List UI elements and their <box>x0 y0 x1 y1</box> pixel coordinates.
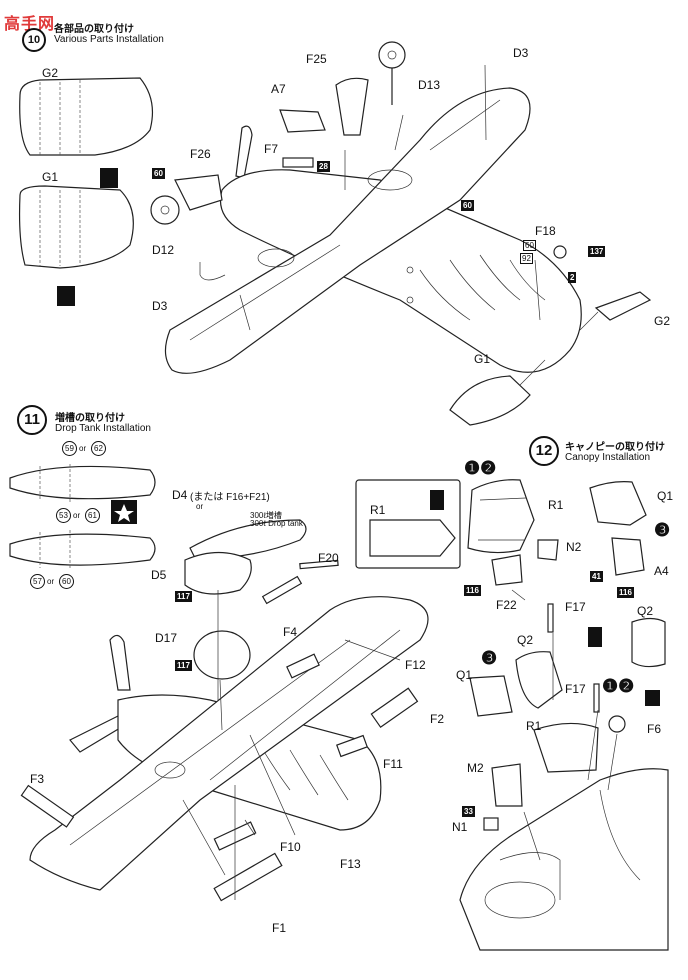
color-code-41: 41 <box>590 571 603 582</box>
label-g2-right: G2 <box>654 314 671 328</box>
label-q2-a: Q2 <box>637 604 654 618</box>
label-q1: Q1 <box>657 489 674 503</box>
or-b: or <box>73 511 81 520</box>
r1-inset-box <box>355 479 461 569</box>
label-d12: D12 <box>152 243 175 257</box>
color-code-116-a: 116 <box>464 585 481 596</box>
variant-12-top: ❶❷ <box>464 458 497 478</box>
step-10-number: 10 <box>22 28 46 52</box>
label-r1-box: R1 <box>370 503 386 517</box>
label-q1-b: Q1 <box>456 668 473 682</box>
or-c: or <box>47 577 55 586</box>
label-f7: F7 <box>264 142 279 156</box>
step-12-title-en: Canopy Installation <box>565 452 651 463</box>
aircraft-top-drawing <box>164 87 582 374</box>
color-code-60-d: 60 <box>59 574 74 589</box>
color-code-28: 28 <box>317 161 330 172</box>
label-g1-top: G1 <box>42 170 59 184</box>
variant-badge-f6 <box>645 690 660 706</box>
label-f2: F2 <box>430 712 445 726</box>
label-f3: F3 <box>30 772 45 786</box>
label-n1: N1 <box>452 820 468 834</box>
color-code-117-b: 117 <box>175 660 192 671</box>
label-a4: A4 <box>654 564 669 578</box>
label-d13: D13 <box>418 78 441 92</box>
watermark: 高手网 <box>4 16 56 33</box>
color-code-60-c: 60 <box>523 240 536 251</box>
label-f10: F10 <box>280 840 301 854</box>
label-m2: M2 <box>467 761 484 775</box>
color-code-117-a: 117 <box>175 591 192 602</box>
color-code-62: 62 <box>91 441 106 456</box>
label-r1-b: R1 <box>526 719 542 733</box>
label-d3-top: D3 <box>513 46 529 60</box>
step-11-title-jp: 増槽の取り付け <box>55 413 125 424</box>
step-12-number: 12 <box>529 436 559 466</box>
color-code-60-b: 60 <box>461 200 474 211</box>
color-code-60-a: 60 <box>152 168 165 179</box>
step-11-number: 11 <box>17 405 47 435</box>
label-g1-bottom: G1 <box>474 352 491 366</box>
canopy-parts-drawing <box>459 479 669 951</box>
label-r1: R1 <box>548 498 564 512</box>
label-f12: F12 <box>405 658 426 672</box>
variant-badge-g1 <box>57 286 75 306</box>
label-d4-alt: (または F16+F21) <box>190 492 270 503</box>
part-g1-drawing <box>18 185 134 269</box>
label-f11: F11 <box>383 757 403 771</box>
color-code-61: 61 <box>85 508 100 523</box>
label-d4: D4 <box>172 488 188 502</box>
label-f26: F26 <box>190 147 211 161</box>
label-f20: F20 <box>318 551 339 565</box>
variant-3-top: ❸ <box>654 520 671 540</box>
label-f25: F25 <box>306 52 327 66</box>
color-code-59: 59 <box>62 441 77 456</box>
variant-badge-g2 <box>100 168 118 188</box>
label-tank-300: 300ℓ増槽 <box>250 511 282 520</box>
label-a7: A7 <box>271 82 286 96</box>
label-or-small: or <box>196 502 204 511</box>
label-f13: F13 <box>340 857 361 871</box>
label-f22: F22 <box>496 598 517 612</box>
label-f18: F18 <box>535 224 556 238</box>
label-d3-left: D3 <box>152 299 168 313</box>
aircraft-bottom-drawing <box>20 519 429 902</box>
landing-gear-top-drawing <box>150 41 652 426</box>
label-d17: D17 <box>155 631 178 645</box>
or-a: or <box>79 444 87 453</box>
step-10-title-jp: 各部品の取り付け <box>54 24 134 35</box>
step-11-title-en: Drop Tank Installation <box>55 423 151 434</box>
label-f17-a: F17 <box>565 600 586 614</box>
part-g2-drawing <box>19 77 153 156</box>
label-q2-b: Q2 <box>517 633 534 647</box>
step-12-title-jp: キャノピーの取り付け <box>565 442 665 453</box>
label-f17-b: F17 <box>565 682 586 696</box>
drop-tank-side-views <box>9 464 156 570</box>
label-f6: F6 <box>647 722 662 736</box>
label-tank-300-en: 300ℓ Drop tank <box>250 519 303 528</box>
label-f1: F1 <box>272 921 287 935</box>
color-code-33: 33 <box>462 806 475 817</box>
color-code-137: 137 <box>588 246 606 257</box>
label-f4: F4 <box>283 625 298 639</box>
color-code-116-b: 116 <box>617 587 634 598</box>
label-d5: D5 <box>151 568 167 582</box>
label-g2-top: G2 <box>42 66 59 80</box>
color-code-57: 57 <box>30 574 45 589</box>
label-n2: N2 <box>566 540 582 554</box>
step-10-title-en: Various Parts Installation <box>54 34 164 45</box>
variant-3-mid: ❸ <box>481 648 498 668</box>
color-code-53: 53 <box>56 508 71 523</box>
color-code-2: 2 <box>568 272 577 283</box>
color-code-92: 92 <box>520 253 533 264</box>
variant-12-mid: ❶❷ <box>602 676 635 696</box>
